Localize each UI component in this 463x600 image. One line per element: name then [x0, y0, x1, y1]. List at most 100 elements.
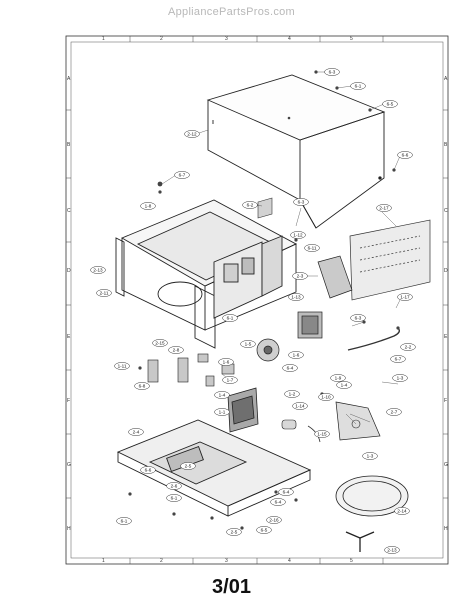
callout-label: 2-5 — [185, 464, 192, 469]
turntable-tray — [335, 475, 409, 517]
grid-row-labels: A B C D E F G H A B C D E F G H — [67, 76, 448, 532]
callout-bubble — [226, 528, 242, 536]
callout-label: 6-4 — [287, 366, 294, 371]
callout-c54: 1-2 — [284, 390, 300, 398]
support-bracket — [335, 401, 381, 441]
callout-bubble — [218, 358, 234, 366]
callout-label: 1-13 — [291, 295, 301, 300]
callout-label: 6-5 — [387, 102, 394, 107]
callout-c38: 1-14 — [292, 402, 308, 410]
callout-c40: 2-6 — [166, 482, 182, 490]
callout-bubble — [330, 374, 346, 382]
grid-col-top: 3 — [225, 36, 228, 42]
callout-label: 2-5 — [231, 530, 238, 535]
callout-bubble — [222, 376, 238, 384]
callout-bubble — [282, 364, 298, 372]
callout-c23: 6-8 — [134, 382, 150, 390]
callout-c36: 1-1 — [214, 408, 230, 416]
transformer — [227, 387, 259, 433]
callout-c45: 2-16 — [266, 516, 282, 524]
callout-label: 2-4 — [133, 430, 140, 435]
capacitor — [281, 419, 297, 430]
callout-bubble — [168, 346, 184, 354]
callout-label: 6-5 — [261, 528, 268, 533]
callout-label: 2-8 — [173, 348, 180, 353]
grid-row-right: C — [444, 208, 448, 214]
callout-bubble — [290, 231, 306, 239]
callout-c25: 1-6 — [288, 351, 304, 359]
callout-bubble — [400, 343, 416, 351]
callout-label: 6-3 — [298, 200, 305, 205]
callout-label: 1-4 — [341, 383, 348, 388]
callout-label: 6-7 — [179, 173, 186, 178]
door-interlocks — [147, 353, 235, 387]
callout-c17: 1-17 — [397, 293, 413, 301]
callout-bubble — [304, 244, 320, 252]
revision-date: 3/01 — [212, 576, 251, 598]
callout-label: 1-17 — [400, 295, 410, 300]
callout-label: 2-3 — [297, 274, 304, 279]
grid-col-bottom: 5 — [350, 558, 353, 564]
callout-c03: 6-5 — [382, 100, 398, 108]
callout-label: 1-10 — [321, 395, 331, 400]
callout-bubble — [350, 314, 366, 322]
grid-col-top: 1 — [102, 36, 105, 42]
callout-bubble — [140, 466, 156, 474]
callout-label: 2-15 — [155, 341, 165, 346]
callout-c35: 1-9 — [330, 374, 346, 382]
callout-label: 2-13 — [93, 268, 103, 273]
callout-label: 1-6 — [223, 360, 230, 365]
callout-bubble — [376, 204, 392, 212]
grid-row-right: F — [444, 398, 447, 404]
callout-label: 1-14 — [295, 404, 305, 409]
grid-row-left: A — [67, 76, 71, 82]
callout-c05: 6-7 — [174, 171, 190, 179]
callout-label: 6-3 — [329, 70, 336, 75]
callout-c20: 2-15 — [152, 339, 168, 347]
callout-bubble — [266, 516, 282, 524]
callout-c41: 6-1 — [116, 517, 132, 525]
callout-bubble — [390, 355, 406, 363]
callout-bubble — [293, 198, 309, 206]
magnetron — [297, 311, 323, 339]
callout-c50: 2-5 — [226, 528, 242, 536]
callout-c43: 2-14 — [394, 507, 410, 515]
callout-c32: 6-7 — [390, 355, 406, 363]
callout-bubble — [134, 382, 150, 390]
callout-c51: 6-1 — [166, 494, 182, 502]
callout-c31: 2-2 — [400, 343, 416, 351]
callout-c48: 2-13 — [384, 546, 400, 554]
callout-bubble — [180, 462, 196, 470]
frame-ticks — [66, 36, 448, 564]
callout-c52: 6-4 — [278, 488, 294, 496]
roller-ring — [345, 531, 375, 552]
callout-label: 6-4 — [275, 500, 282, 505]
callout-label: 6-1 — [227, 316, 234, 321]
callout-label: 1-15 — [317, 432, 327, 437]
callout-label: 1-9 — [335, 376, 342, 381]
callout-c10: 1-12 — [290, 231, 306, 239]
callout-label: 1-12 — [293, 233, 303, 238]
grid-row-left: E — [67, 334, 71, 340]
callout-label: 6-3 — [355, 316, 362, 321]
callout-bubble — [116, 517, 132, 525]
callout-bubble — [318, 393, 334, 401]
callout-c34: 2-7 — [386, 408, 402, 416]
grid-row-left: B — [67, 142, 71, 148]
callout-label: 2-16 — [269, 518, 279, 523]
callout-label: 1-3 — [367, 454, 374, 459]
grid-row-left: H — [67, 526, 71, 532]
callout-label: 2-17 — [379, 206, 389, 211]
callout-c42: 6-4 — [270, 498, 286, 506]
callout-bubble — [292, 272, 308, 280]
callout-c53: 1-10 — [318, 393, 334, 401]
callout-c04: 2-12 — [184, 130, 200, 138]
callout-c11: 2-17 — [376, 204, 392, 212]
callout-c22: 1-11 — [114, 362, 130, 370]
callout-bubble — [284, 390, 300, 398]
callout-bubble — [386, 408, 402, 416]
callout-bubble — [382, 100, 398, 108]
wire-harness — [347, 327, 401, 351]
callout-label: 6-11 — [308, 246, 317, 251]
